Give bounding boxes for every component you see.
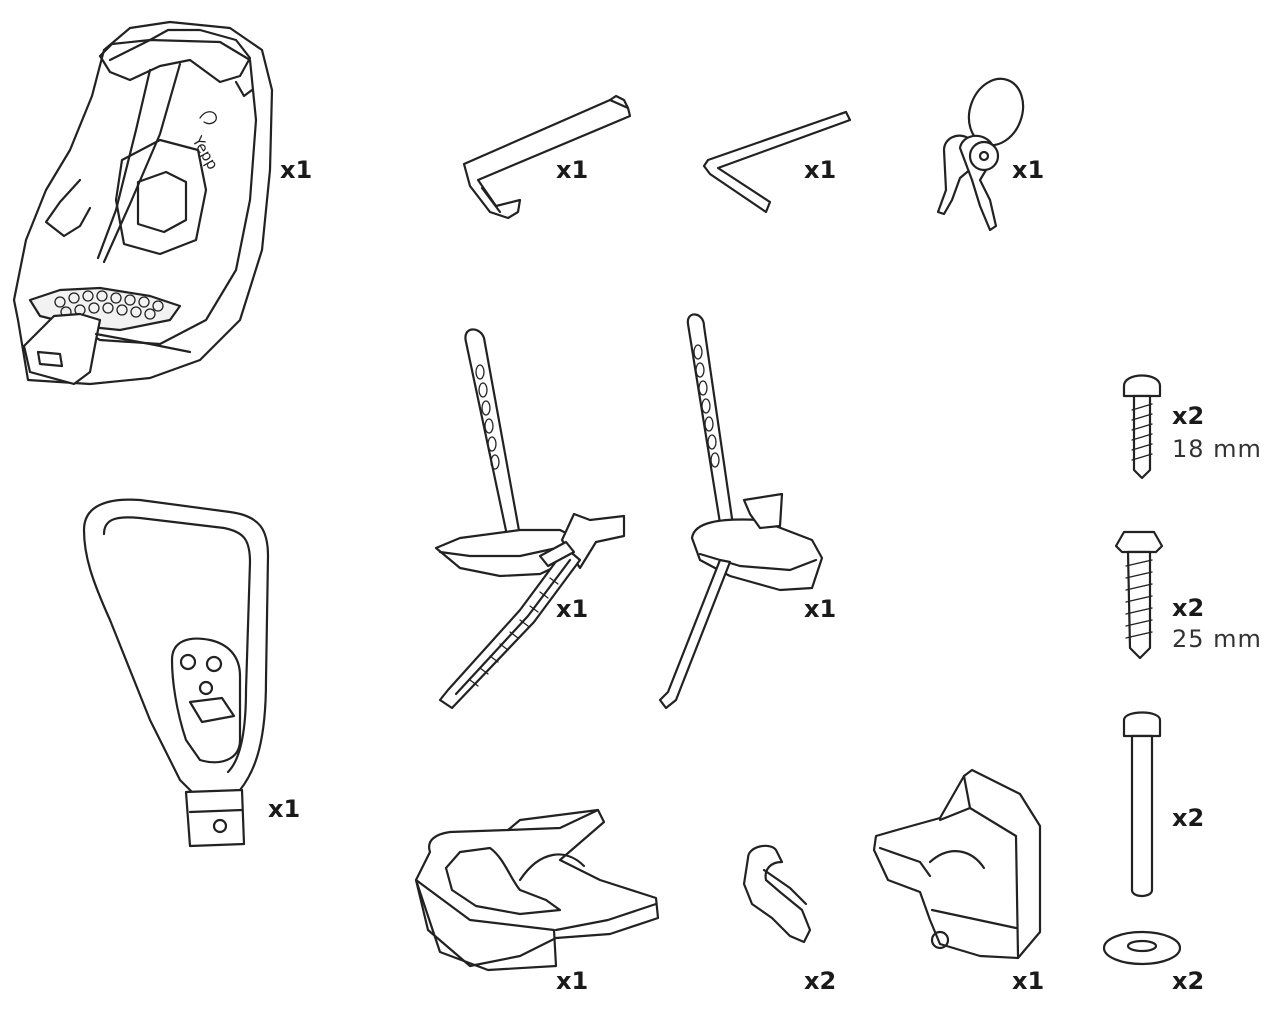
handlebar-quantity: x1	[268, 795, 301, 823]
mount-adapter-top-icon	[416, 810, 658, 970]
handlebar-bumper-icon	[84, 500, 268, 846]
washer-icon	[1104, 932, 1180, 964]
long-bolt-icon	[1124, 713, 1160, 897]
torx-key-icon	[464, 96, 630, 218]
screw-25-quantity: x2	[1172, 594, 1205, 622]
adapter-top-quantity: x1	[556, 967, 589, 995]
shim-spacer-icon	[744, 846, 810, 942]
bolt-quantity: x2	[1172, 804, 1205, 832]
footrest-with-rod-icon	[660, 314, 822, 708]
hex-key-icon	[704, 112, 850, 212]
footrest-ratchet-quantity: x1	[556, 595, 589, 623]
seat-quantity: x1	[280, 156, 313, 184]
shim-quantity: x2	[804, 967, 837, 995]
hex-key-quantity: x1	[804, 156, 837, 184]
screw-18-size: 18 mm	[1172, 435, 1262, 463]
mount-adapter-bottom-icon	[874, 770, 1040, 958]
footrest-with-ratchet-strap-icon	[436, 329, 624, 708]
screw-25-size: 25 mm	[1172, 625, 1262, 653]
child-seat-icon: Yepp	[14, 22, 272, 384]
footrest-rod-quantity: x1	[804, 595, 837, 623]
screw-long-icon	[1116, 532, 1162, 658]
torx-key-quantity: x1	[556, 156, 589, 184]
adapter-bottom-quantity: x1	[1012, 967, 1045, 995]
screw-18-quantity: x2	[1172, 402, 1205, 430]
keys-quantity: x1	[1012, 156, 1045, 184]
screw-short-icon	[1124, 376, 1160, 479]
lock-keys-icon	[938, 71, 1032, 230]
washer-quantity: x2	[1172, 967, 1205, 995]
